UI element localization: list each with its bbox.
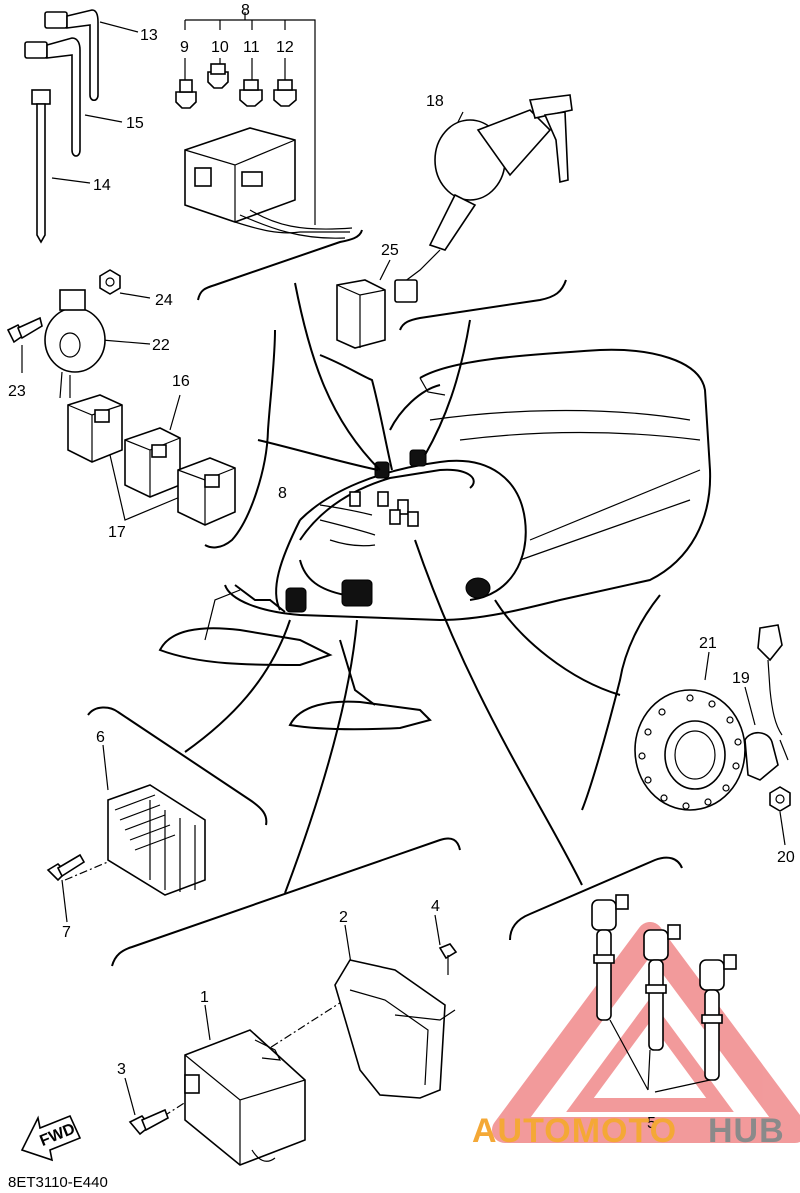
main-switch [394,94,573,303]
callout-7: 7 [62,924,71,941]
callout-3: 3 [117,1061,126,1078]
connector-block [341,579,373,607]
snowmobile-body [158,348,712,731]
nut-24 [99,269,121,295]
cable-band-15 [24,37,81,157]
callout-23: 23 [8,383,26,400]
bolt-23 [6,316,43,344]
watermark-part1: AUTOMOTO [472,1112,677,1150]
callout-15: 15 [126,115,144,132]
callout-20: 20 [777,849,795,866]
callout-5: 5 [647,1115,656,1132]
bracket-2 [334,959,456,1099]
callout-22: 22 [152,337,170,354]
ignition-coil-c [699,954,737,1081]
ignition-coil-b [643,924,681,1051]
cable-band-13 [44,9,99,102]
watermark-text: AUTOMOTO HUB [472,1112,785,1150]
diagram-code: 8ET3110-E440 [8,1174,108,1191]
relay-16 [124,427,181,498]
fuse-9 [175,79,197,109]
watermark-logo [492,922,800,1143]
connector-block [465,577,491,599]
callout-18: 18 [426,93,444,110]
buzzer [44,289,106,399]
watermark-part2: HUB [708,1112,785,1150]
callout-numbers: 1 2 3 4 5 6 7 8 8 9 10 11 12 13 14 15 16… [8,2,795,1132]
callout-17: 17 [108,524,126,541]
cable-tie-14 [31,89,51,244]
screw-4 [438,943,458,975]
wire-harness [285,449,491,613]
callout-8-center: 8 [278,485,287,502]
callout-6: 6 [96,729,105,746]
relay-17a [67,394,123,463]
callout-19: 19 [732,670,750,687]
callout-14: 14 [93,177,111,194]
callout-4: 4 [431,898,440,915]
fuse-small [389,509,401,525]
callout-21: 21 [699,635,717,652]
leader-lines [21,12,786,1126]
ignition-coil-a [591,894,629,1021]
fuse-12 [273,79,297,107]
callout-11: 11 [243,39,260,56]
fuse-small [377,491,389,507]
rotor-holes [638,694,742,810]
callout-8-top: 8 [241,2,250,19]
callout-24: 24 [155,292,173,309]
bolt-7 [46,853,86,882]
crank-sensor [744,624,789,781]
fuse-small [349,491,361,507]
fuse-small [397,499,409,515]
callout-16: 16 [172,373,190,390]
fuse-11 [239,79,263,107]
callout-2: 2 [339,909,348,926]
connector-block [409,449,427,467]
fuse-10 [207,63,229,89]
relay-25 [336,279,386,349]
sensor-rotor [634,689,746,811]
callout-13: 13 [140,27,158,44]
callout-10: 10 [211,39,229,56]
fuse-box [184,127,353,239]
fwd-arrow-icon: FWD [20,1114,82,1162]
ecu [184,1029,306,1166]
connector-block [285,587,307,613]
rectifier-regulator [107,784,206,896]
callout-12: 12 [276,39,294,56]
fuse-small [407,511,419,527]
bolt-3 [128,1108,169,1136]
nut-20 [769,786,791,812]
callout-1: 1 [200,989,209,1006]
callout-9: 9 [180,39,189,56]
relay-17b [177,457,236,526]
callout-25: 25 [381,242,399,259]
